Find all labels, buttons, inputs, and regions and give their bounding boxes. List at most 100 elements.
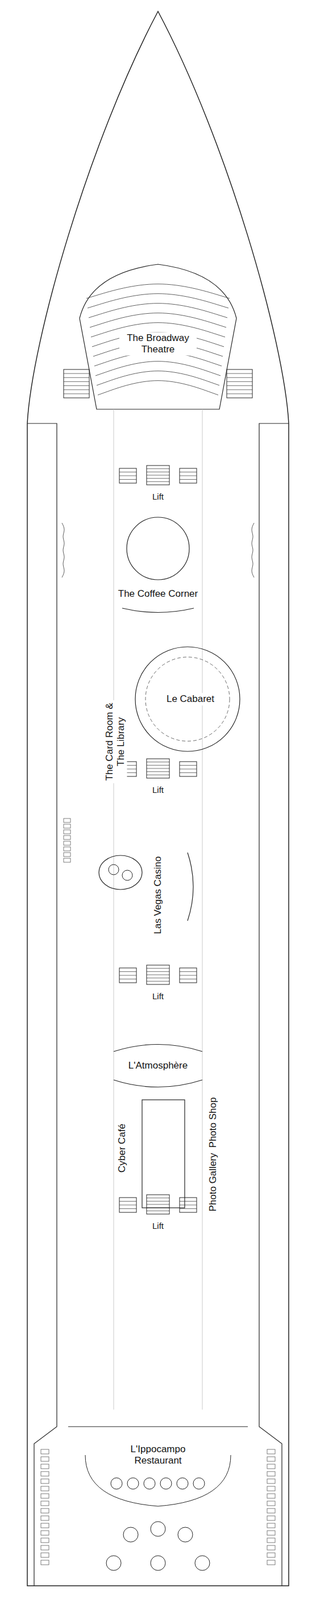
stair-step xyxy=(63,381,90,382)
banquette-seat xyxy=(267,1464,276,1469)
stair-block xyxy=(119,967,137,983)
banquette-seat xyxy=(267,1515,276,1521)
room-label: Photo Shop xyxy=(206,1095,220,1150)
dining-table xyxy=(110,1477,123,1490)
banquette-seat xyxy=(267,1530,276,1536)
stair-step xyxy=(179,479,197,480)
room-label: Las Vegas Casino xyxy=(151,854,165,936)
room-label: Lift xyxy=(150,784,166,796)
banquette-seat xyxy=(267,1501,276,1506)
stair-block xyxy=(146,1194,170,1214)
banquette-seat xyxy=(267,1471,276,1476)
dining-table xyxy=(123,1527,139,1542)
room-label: Cyber Café xyxy=(115,1121,129,1175)
stair-step xyxy=(63,385,90,386)
banquette-seat xyxy=(40,1464,49,1469)
stair-step xyxy=(63,373,90,374)
banquette-seat xyxy=(267,1552,276,1558)
dining-table xyxy=(193,1477,205,1490)
seating-row xyxy=(96,371,220,386)
banquette-seat xyxy=(40,1560,49,1565)
stair-step xyxy=(146,967,170,969)
room-label: Lift xyxy=(150,491,166,502)
stair-block xyxy=(179,967,197,983)
banquette-seat xyxy=(40,1515,49,1521)
stair-step xyxy=(179,975,197,976)
seating-row xyxy=(89,313,227,328)
stair-step xyxy=(179,978,197,980)
slot-machine xyxy=(63,846,71,851)
stair-step xyxy=(119,471,137,473)
stair-block xyxy=(226,369,253,398)
room-label: Photo Gallery xyxy=(206,1151,220,1214)
stair-step xyxy=(146,977,170,979)
stair-block xyxy=(179,1197,197,1213)
stair-step xyxy=(146,471,170,473)
stair-block xyxy=(119,468,137,484)
stair-step xyxy=(146,468,170,469)
stair-step xyxy=(179,772,197,773)
room-label: Le Cabaret xyxy=(164,692,216,706)
seating-row xyxy=(95,361,221,376)
stair-step xyxy=(63,377,90,378)
stair-block xyxy=(146,758,170,779)
stair-block xyxy=(146,465,170,485)
room-label: The Coffee Corner xyxy=(116,587,200,601)
stair-step xyxy=(146,761,170,763)
slot-machine xyxy=(63,835,71,840)
casino-bar xyxy=(187,852,194,921)
banquette-seat xyxy=(267,1508,276,1513)
stair-step xyxy=(179,1200,197,1202)
stair-step xyxy=(63,389,90,390)
stair-block xyxy=(179,761,197,777)
stair-block xyxy=(179,468,197,484)
stair-block xyxy=(119,1197,137,1213)
dining-table xyxy=(143,1477,156,1490)
banquette-seat xyxy=(40,1493,49,1499)
stair-step xyxy=(226,389,253,390)
banquette-seat xyxy=(40,1530,49,1536)
dining-table xyxy=(177,1527,193,1542)
stair-step xyxy=(179,475,197,477)
corridor-line xyxy=(113,409,203,1410)
banquette-seat xyxy=(40,1508,49,1513)
atrium-void xyxy=(142,1099,185,1208)
atmosphere-bar xyxy=(113,1044,203,1088)
stair-block xyxy=(63,369,90,398)
cabaret-seating xyxy=(145,657,230,742)
stair-step xyxy=(146,1200,170,1202)
stair-step xyxy=(146,1210,170,1212)
stair-step xyxy=(226,385,253,386)
stair-step xyxy=(146,974,170,976)
stair-step xyxy=(119,978,137,980)
seating-row xyxy=(87,293,229,309)
seating-row xyxy=(88,303,228,318)
theatre-outline xyxy=(79,264,237,410)
stair-block xyxy=(146,965,170,985)
coffee-corner-counter xyxy=(122,608,194,613)
stair-step xyxy=(146,764,170,766)
room-label: The Broadway Theatre xyxy=(119,331,197,356)
deck-wall xyxy=(27,423,289,1586)
seating-row xyxy=(86,284,230,299)
stair-step xyxy=(179,768,197,770)
stair-step xyxy=(119,1200,137,1202)
dining-table xyxy=(160,1477,172,1490)
room-label: Lift xyxy=(150,1220,166,1232)
banquette-seat xyxy=(40,1449,49,1454)
window-wave xyxy=(251,522,255,578)
dining-table xyxy=(150,1521,166,1537)
stair-step xyxy=(146,481,170,482)
banquette-seat xyxy=(40,1552,49,1558)
banquette-seat xyxy=(40,1545,49,1550)
casino-table xyxy=(98,855,143,890)
banquette-seat xyxy=(40,1478,49,1484)
banquette-seat xyxy=(267,1486,276,1491)
stair-step xyxy=(179,471,197,473)
banquette-seat xyxy=(267,1478,276,1484)
restaurant-wall xyxy=(68,1425,248,1427)
stair-step xyxy=(146,1204,170,1205)
stair-step xyxy=(226,373,253,374)
room-label: L'Atmosphère xyxy=(126,1059,190,1072)
stair-step xyxy=(179,1208,197,1209)
